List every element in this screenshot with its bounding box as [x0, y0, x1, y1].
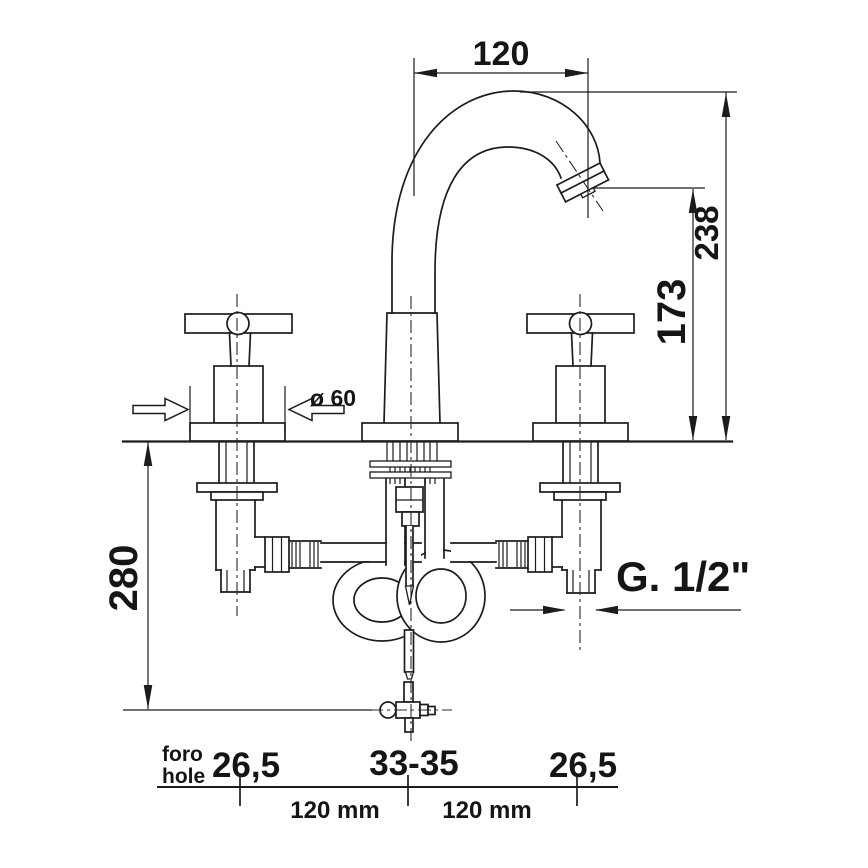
dim-height-total-value: 238	[688, 205, 725, 260]
dim-spout-reach-value: 120	[473, 35, 530, 73]
dim-base-diameter-value: ø 60	[310, 385, 356, 411]
left-handle-hub	[226, 311, 250, 336]
left-valve-body	[196, 440, 322, 593]
right-valve-body	[495, 440, 621, 594]
dimension-thread-size: G. 1/2"	[510, 553, 750, 615]
hole-size-right: 26,5	[549, 746, 617, 785]
hole-label-english: hole	[162, 765, 205, 788]
hole-label-italian: foro	[162, 743, 203, 766]
dim-thread-value: G. 1/2"	[616, 553, 750, 600]
dim-height-outlet-value: 173	[650, 279, 694, 346]
centerlines	[236, 140, 604, 742]
dimension-height-outlet: 173	[593, 187, 705, 440]
left-hose-nut	[264, 536, 290, 573]
hollow-arrow-right-icon	[287, 397, 345, 422]
left-handle	[184, 311, 293, 442]
hole-size-left: 26,5	[212, 746, 280, 785]
dimension-height-total: 238	[520, 91, 737, 440]
hole-dimension-table: foro hole 26,5 33-35 26,5 120 mm 120 mm	[157, 743, 618, 824]
spout-escutcheon	[361, 422, 459, 442]
dimension-spout-reach: 120	[413, 35, 589, 218]
spout	[361, 90, 610, 442]
dimension-base-diameter: ø 60	[132, 385, 356, 431]
hollow-arrow-left-icon	[132, 397, 190, 422]
hole-spacing-left: 120 mm	[290, 797, 379, 824]
dim-depth-below-value: 280	[102, 545, 146, 612]
right-hose-nut	[527, 536, 553, 573]
dimension-depth-below: 280	[102, 442, 372, 711]
hole-size-center: 33-35	[369, 744, 459, 783]
hole-spacing-right: 120 mm	[442, 797, 531, 824]
